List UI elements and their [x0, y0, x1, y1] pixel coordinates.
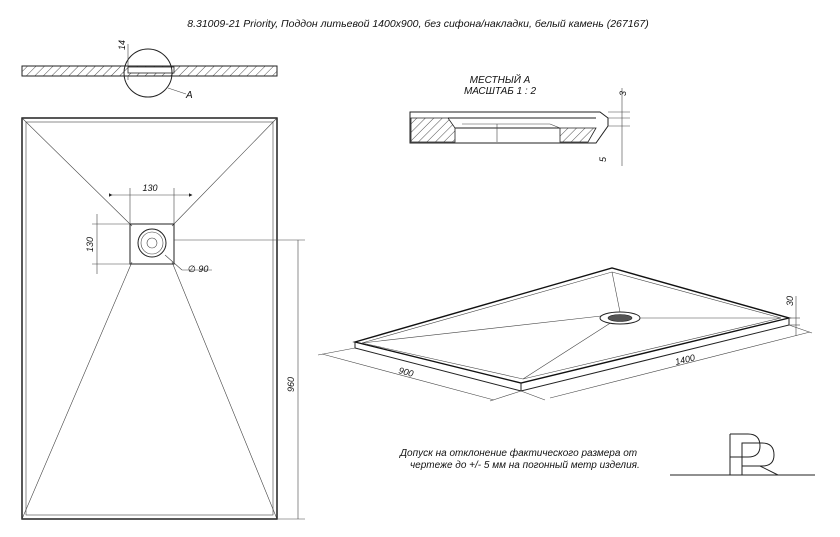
iso-height-label: 30 [785, 296, 795, 306]
brand-logo [670, 433, 815, 476]
plan-length-label: 960 [286, 377, 296, 392]
iso-length-label: 1400 [674, 352, 696, 367]
detail-a-callout: A [185, 90, 193, 101]
drawing-title: 8.31009-21 Priority, Поддон литьевой 140… [187, 18, 648, 30]
drain-circle [137, 228, 167, 258]
drain-width-label: 130 [142, 183, 157, 193]
side-thickness-label: 14 [117, 40, 127, 50]
detail-dim-bottom: 5 [598, 156, 608, 162]
plan-view: 130 130 ∅ 90 960 [21, 117, 305, 520]
detail-title-line2: МАСШТАБ 1 : 2 [464, 86, 536, 97]
detail-a-circle [123, 48, 173, 98]
drain-height-label: 130 [85, 237, 95, 252]
iso-width-label: 900 [397, 365, 414, 379]
side-view: A 14 [21, 40, 278, 101]
note-line2: чертеже до +/- 5 мм на погонный метр изд… [410, 460, 640, 471]
drain-diameter-label: ∅ 90 [188, 264, 208, 274]
detail-view: МЕСТНЫЙ А МАСШТАБ 1 : 2 3 5 [409, 73, 630, 166]
tolerance-note: Допуск на отклонение фактического размер… [399, 447, 640, 471]
note-line1: Допуск на отклонение фактического размер… [399, 447, 637, 459]
drain-square [129, 223, 175, 265]
detail-dim-top: 3 [618, 91, 628, 96]
detail-title-line1: МЕСТНЫЙ А [470, 73, 531, 86]
isometric-view: 900 1400 30 [317, 267, 813, 402]
